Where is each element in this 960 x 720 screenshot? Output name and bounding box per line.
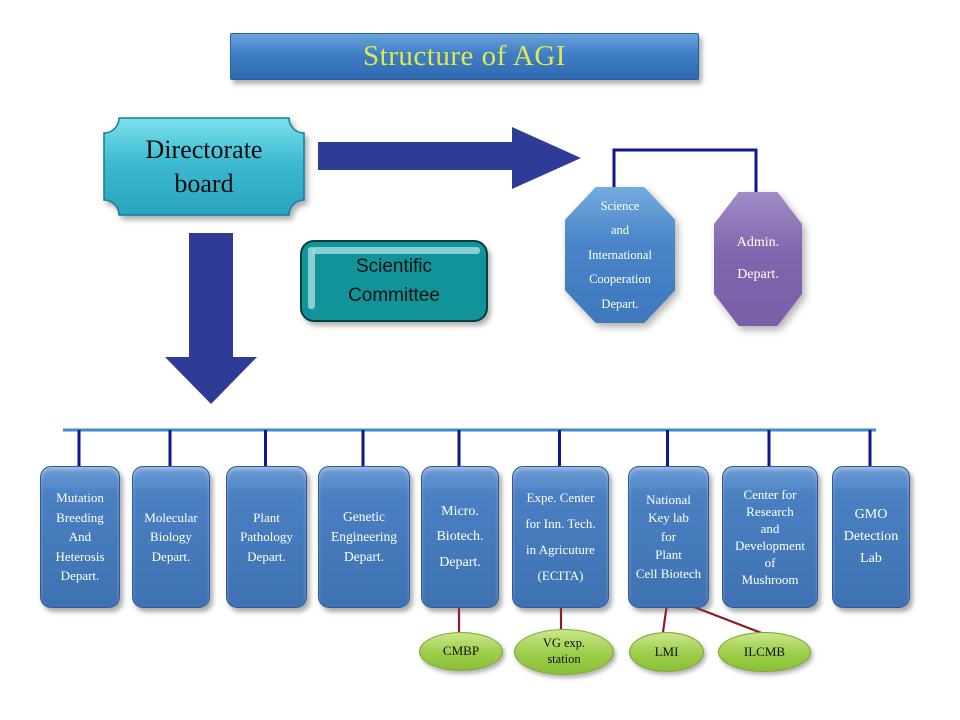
dept-ecita: Expe. Center for Inn. Tech. in Agricutur…	[512, 466, 609, 608]
plaque-shape	[103, 117, 305, 216]
committee-highlight-left	[308, 247, 315, 309]
dept-label: Molecular Biology Depart.	[144, 509, 198, 564]
subunit-cmbp: CMBP	[419, 632, 503, 671]
subunit-label: VG exp. station	[542, 636, 586, 666]
node-directorate-board: Directorate board	[103, 117, 305, 216]
octagon-shape-purple: Admin. Depart.	[714, 192, 802, 326]
octagon-shape-blue: Science and International Cooperation De…	[565, 187, 675, 323]
subunit-label: LMI	[654, 643, 679, 659]
dept-label: Micro. Biotech. Depart.	[436, 504, 484, 570]
node-scientific-committee: Scientific Committee	[300, 240, 488, 322]
dept-molecular-biology: Molecular Biology Depart.	[132, 466, 210, 608]
dept-label: National Key lab for Plant Cell Biotech	[635, 491, 702, 581]
subunit-label: ILCMB	[743, 643, 786, 659]
node-science-international-cooperation-depart: Science and International Cooperation De…	[565, 187, 675, 323]
dept-mutation-breeding-heterosis: Mutation Breeding And Heterosis Depart.	[40, 466, 120, 608]
title-bar: Structure of AGI	[230, 33, 699, 80]
dept-label: Mutation Breeding And Heterosis Depart.	[55, 490, 105, 584]
dept-gmo-detection-lab: GMO Detection Lab	[832, 466, 910, 608]
department-drop-lines	[77, 430, 872, 467]
dept-label: Center for Research and Development of M…	[734, 486, 806, 588]
subunit-lmi: LMI	[629, 632, 704, 672]
subunit-label: CMBP	[442, 643, 480, 659]
committee-highlight-top	[312, 247, 480, 254]
down-arrow	[165, 233, 257, 404]
scientific-committee-label: Scientific Committee	[348, 255, 440, 306]
dept-plant-pathology: Plant Pathology Depart.	[226, 466, 307, 608]
dept-label: Plant Pathology Depart.	[240, 509, 293, 564]
node-admin-depart: Admin. Depart.	[714, 192, 802, 326]
right-arrow	[318, 127, 581, 189]
page-title: Structure of AGI	[363, 40, 566, 72]
subunit-vg-exp-station: VG exp. station	[514, 629, 614, 675]
dept-mushroom-research-development: Center for Research and Development of M…	[722, 466, 818, 608]
directorate-board-label: Directorate board	[145, 134, 263, 198]
dept-micro-biotech: Micro. Biotech. Depart.	[421, 466, 499, 608]
dept-label: Genetic Engineering Depart.	[331, 508, 397, 565]
admin-depart-label: Admin. Depart.	[736, 234, 780, 282]
dept-label: GMO Detection Lab	[843, 507, 899, 566]
dept-national-key-lab-plant-cell-biotech: National Key lab for Plant Cell Biotech	[628, 466, 709, 608]
subunit-ilcmb: ILCMB	[718, 632, 811, 672]
science-cooperation-label: Science and International Cooperation De…	[588, 199, 652, 311]
dept-label: Expe. Center for Inn. Tech. in Agricutur…	[525, 490, 596, 583]
subunit-red-links	[457, 595, 765, 636]
dept-genetic-engineering: Genetic Engineering Depart.	[318, 466, 410, 608]
